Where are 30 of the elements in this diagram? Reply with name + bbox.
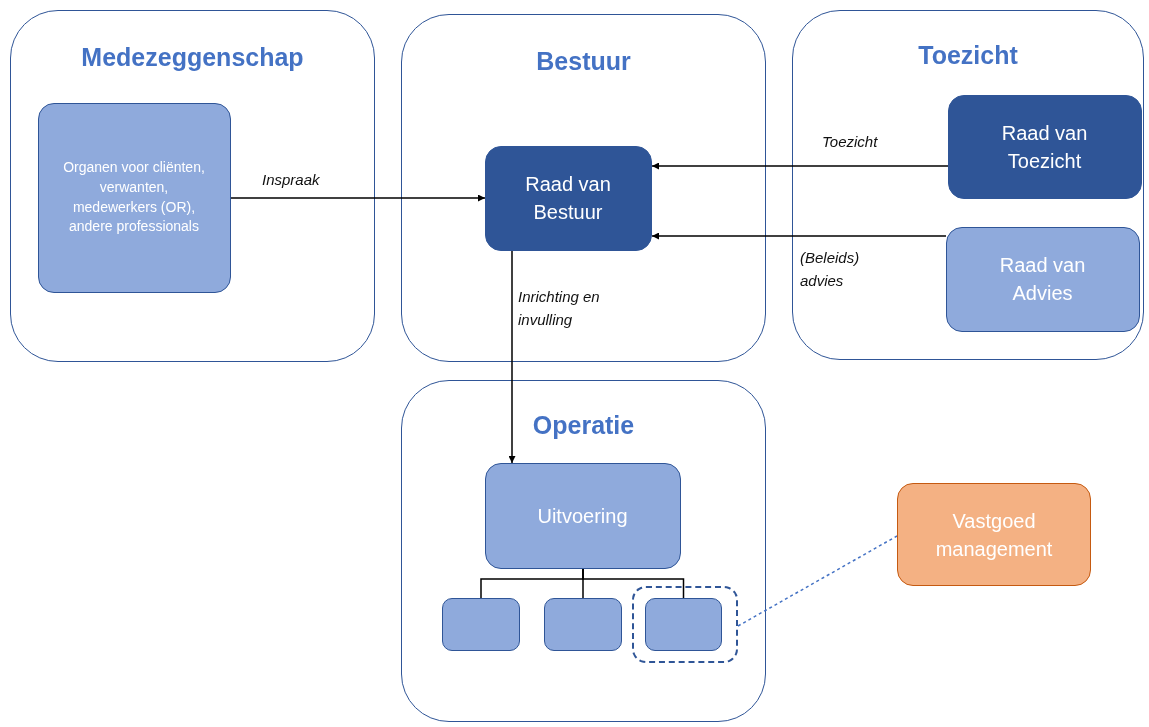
box-text: Vastgoed management: [934, 508, 1054, 562]
process-box: [484, 462, 681, 569]
box-text: Raad van Toezicht: [1000, 120, 1089, 174]
process-box: [37, 102, 231, 293]
arrow: [230, 194, 486, 202]
empty-box: [543, 597, 622, 651]
group-panel: [792, 10, 1144, 360]
process-box: [897, 483, 1091, 586]
box-text: Raad van Bestuur: [524, 172, 612, 225]
process-box: [945, 226, 1140, 332]
empty-box: [441, 597, 520, 651]
group-title: Bestuur: [535, 47, 632, 76]
empty-box: [645, 598, 722, 651]
box-text: Organen voor cliënten, verwanten, medewerkers (OR), andere professionals: [62, 158, 206, 237]
group-title: Medezeggenschap: [80, 43, 305, 72]
connector-line: [737, 535, 898, 627]
process-box: [484, 145, 652, 251]
process-box: [947, 94, 1142, 199]
group-title: Operatie: [531, 411, 636, 440]
group-panel: [401, 14, 766, 362]
group-panel: [10, 10, 375, 362]
dashed-highlight-box: [631, 585, 738, 663]
box-text: Raad van Advies: [998, 253, 1087, 306]
arrow: [651, 162, 949, 170]
box-text: Uitvoering: [537, 503, 628, 529]
arrow: [651, 232, 947, 240]
connector-line: [582, 568, 685, 599]
arrow: [508, 250, 516, 464]
group-title: Toezicht: [917, 41, 1019, 70]
group-panel: [401, 380, 766, 722]
